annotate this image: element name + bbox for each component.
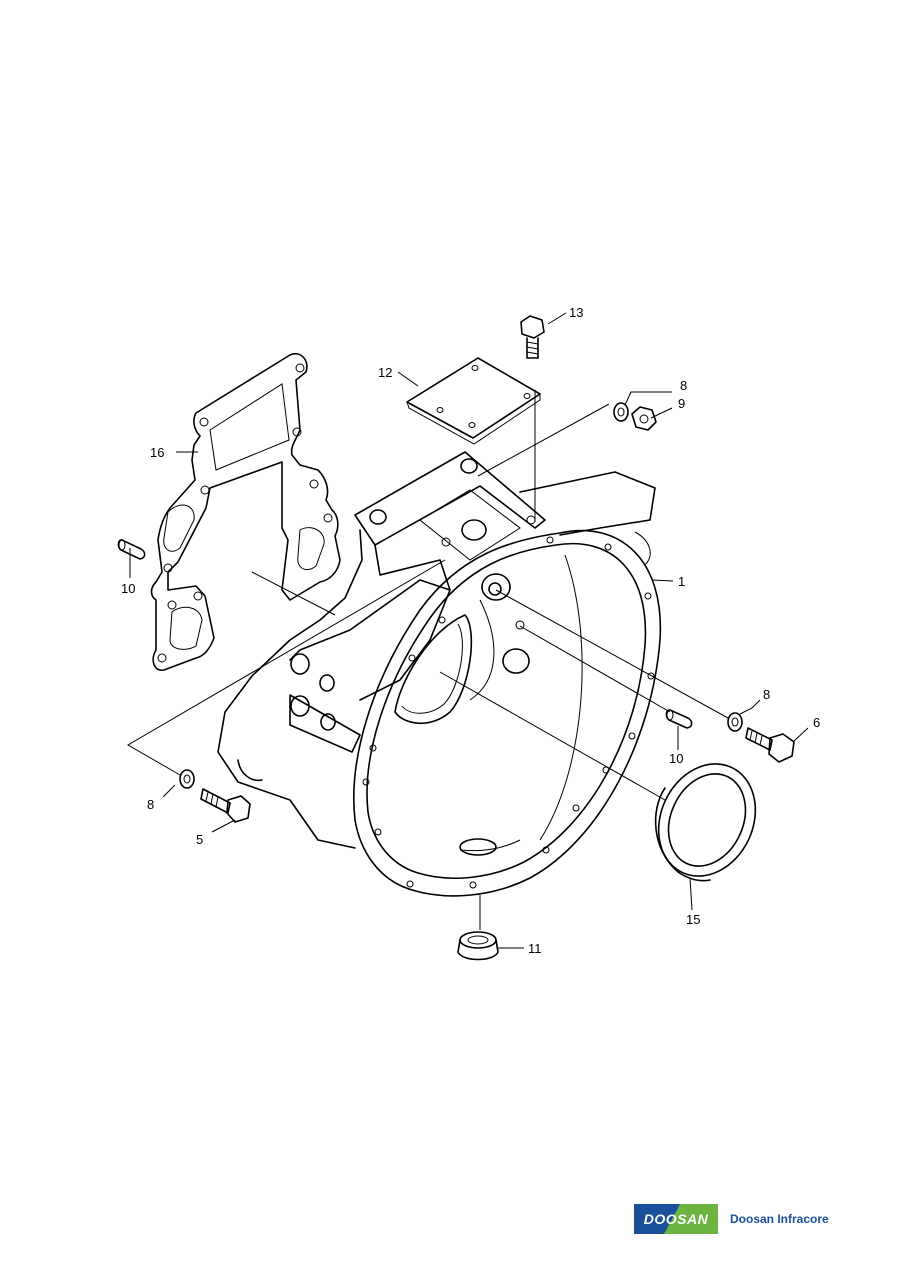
callout-10-right: 10 bbox=[669, 751, 683, 766]
washer-bolt-right bbox=[727, 712, 795, 763]
logo-mark: DOOSAN bbox=[634, 1204, 718, 1234]
callout-1: 1 bbox=[678, 574, 685, 589]
oil-seal bbox=[654, 763, 757, 882]
callout-8-left: 8 bbox=[147, 797, 154, 812]
callout-15: 15 bbox=[686, 912, 700, 927]
logo-wordmark: DOOSAN bbox=[643, 1211, 709, 1227]
gasket bbox=[150, 353, 341, 671]
callout-5: 5 bbox=[196, 832, 203, 847]
callout-12: 12 bbox=[378, 365, 392, 380]
dowel-pin-left bbox=[117, 539, 146, 560]
callout-8-top: 8 bbox=[680, 378, 687, 393]
callout-16: 16 bbox=[150, 445, 164, 460]
washer-nut-top bbox=[613, 402, 657, 431]
callout-13: 13 bbox=[569, 305, 583, 320]
cover-plate bbox=[406, 357, 541, 445]
flywheel-housing bbox=[217, 451, 662, 897]
washer-bolt-left bbox=[179, 769, 251, 823]
callout-9: 9 bbox=[678, 396, 685, 411]
doosan-logo: DOOSAN Doosan Infracore bbox=[634, 1204, 829, 1234]
callout-6: 6 bbox=[813, 715, 820, 730]
callouts: 13 12 8 9 16 10 1 8 6 10 8 5 15 11 bbox=[121, 305, 820, 956]
callout-10-left: 10 bbox=[121, 581, 135, 596]
callout-11: 11 bbox=[528, 941, 542, 956]
rim-bolt-holes bbox=[362, 536, 655, 889]
dowel-pin-right bbox=[665, 709, 693, 729]
company-name: Doosan Infracore bbox=[730, 1212, 829, 1226]
cover-bolt bbox=[520, 315, 545, 359]
leader-lines bbox=[127, 312, 809, 949]
drain-plug bbox=[457, 931, 499, 961]
callout-8-right: 8 bbox=[763, 687, 770, 702]
